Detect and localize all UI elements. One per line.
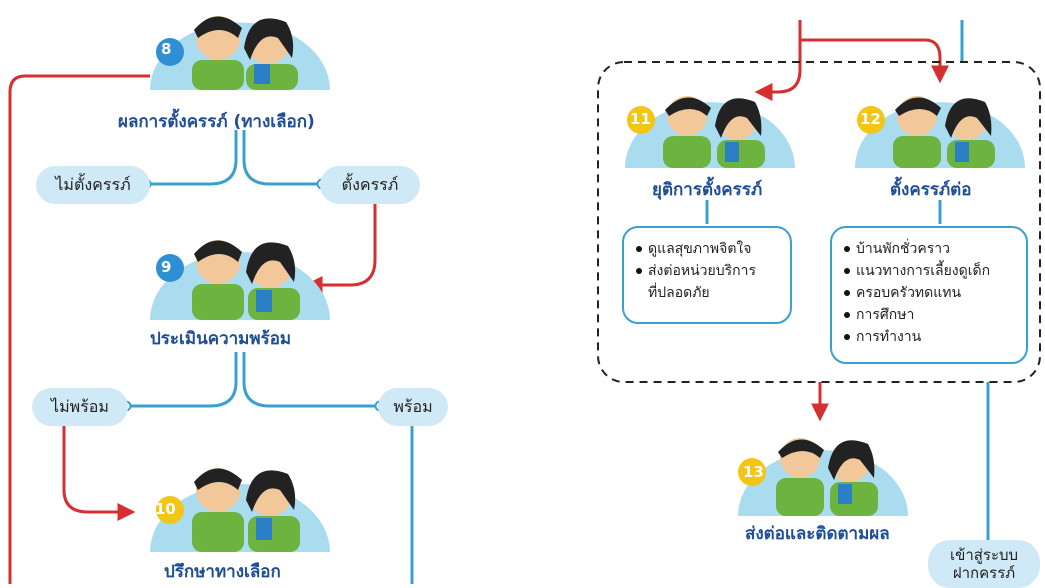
- step-12-illustration: [855, 96, 1025, 168]
- connector-9-not-ready: [128, 352, 238, 408]
- arrow-not-ready-to-10: [62, 424, 136, 521]
- list-item: ดูแลสุขภาพจิตใจ: [636, 238, 780, 260]
- step-10-title: ปรึกษาทางเลือก: [164, 562, 281, 582]
- arrow-to-11: [754, 20, 802, 101]
- step-9-illustration: [150, 240, 330, 320]
- arrow-pregnant-to-9: [304, 200, 377, 294]
- step-10-illustration: [150, 468, 330, 552]
- list-item: ครอบครัวทดแทน: [844, 282, 1016, 304]
- step-9-badge: 9: [161, 258, 172, 276]
- dashed-group: [597, 61, 1041, 383]
- step-11-illustration: [625, 96, 795, 168]
- step-13-illustration: [738, 438, 908, 516]
- step-13-title: ส่งต่อและติดตามผล: [745, 524, 890, 544]
- enter-antenatal-pill: เข้าสู่ระบบ ฝากครรภ์: [928, 540, 1040, 588]
- pregnant-pill: ตั้งครรภ์: [320, 166, 420, 204]
- step-8-badge: 8: [161, 40, 172, 58]
- list-item: การทำงาน: [844, 326, 1016, 348]
- connector-9-ready: [242, 352, 378, 408]
- ready-pill: พร้อม: [378, 388, 448, 426]
- step-11-badge: 11: [630, 110, 651, 128]
- red-return-line: [8, 74, 150, 584]
- step-12-badge: 12: [860, 110, 881, 128]
- connector-8-not-pregnant: [148, 130, 238, 186]
- connector-8-pregnant: [242, 130, 320, 186]
- list-item: บ้านพักชั่วคราว: [844, 238, 1016, 260]
- step-8-illustration: [150, 16, 330, 90]
- list-item: การศึกษา: [844, 304, 1016, 326]
- arrow-to-12: [800, 38, 949, 84]
- list-item: แนวทางการเลี้ยงดูเด็ก: [844, 260, 1016, 282]
- step-10-badge: 10: [155, 500, 176, 518]
- step-8-title: ผลการตั้งครรภ์ (ทางเลือก): [118, 112, 315, 132]
- step-13-badge: 13: [743, 463, 764, 481]
- step-9-title: ประเมินความพร้อม: [150, 329, 292, 349]
- continue-box: บ้านพักชั่วคราว แนวทางการเลี้ยงดูเด็ก คร…: [830, 226, 1028, 364]
- list-item: ส่งต่อหน่วยบริการ ที่ปลอดภัย: [636, 260, 780, 304]
- not-pregnant-pill: ไม่ตั้งครรภ์: [36, 166, 150, 204]
- step-11-title: ยุติการตั้งครรภ์: [652, 180, 763, 200]
- not-ready-pill: ไม่พร้อม: [32, 388, 128, 426]
- step-12-title: ตั้งครรภ์ต่อ: [890, 180, 972, 200]
- termination-box: ดูแลสุขภาพจิตใจ ส่งต่อหน่วยบริการ ที่ปลอ…: [622, 226, 792, 324]
